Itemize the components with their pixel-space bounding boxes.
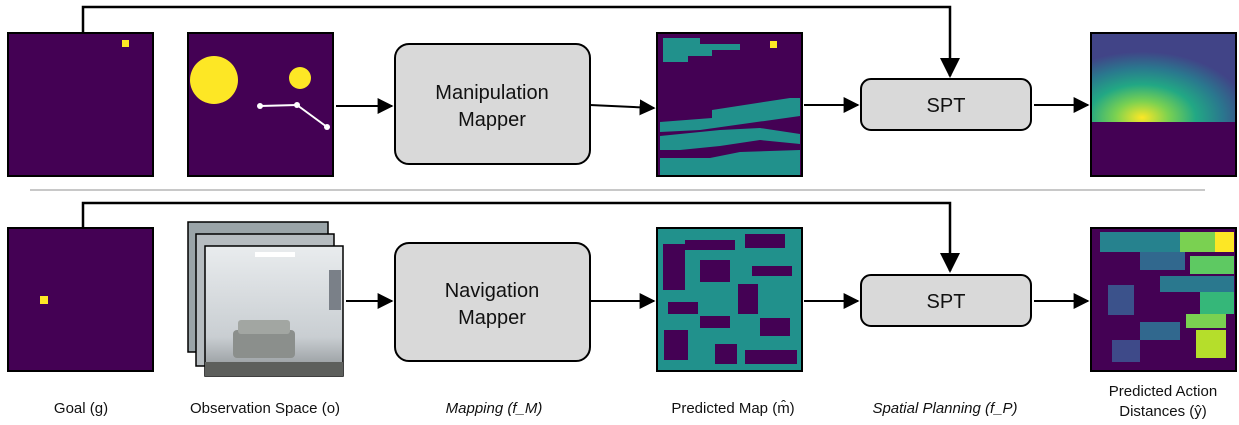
predicted-action-label: Predicted Action <box>1109 383 1217 400</box>
navigation-mapper-line1: Navigation <box>445 280 540 302</box>
manipulation-observation <box>187 32 334 177</box>
spatial-planning-label: Spatial Planning (f_P) <box>872 400 1017 417</box>
spt-label-top: SPT <box>927 95 966 117</box>
arrow-icon <box>589 99 656 116</box>
predicted-map-top <box>656 32 803 177</box>
manipulation-mapper-block: Manipulation Mapper <box>394 43 591 165</box>
navigation-mapper-block: Navigation Mapper <box>394 242 591 362</box>
distances-label: Distances (ŷ) <box>1119 403 1207 420</box>
observation-label: Observation Space (o) <box>190 400 340 417</box>
spt-block-bottom: SPT <box>860 274 1032 327</box>
goal-label: Goal (g) <box>54 400 108 417</box>
goal-map-bottom <box>7 227 154 372</box>
heatmap-bottom <box>1090 227 1237 372</box>
spt-block-top: SPT <box>860 78 1032 131</box>
manipulation-mapper-line2: Mapper <box>458 109 526 131</box>
manipulation-mapper-line1: Manipulation <box>435 82 548 104</box>
photo-stack-icon <box>187 221 344 377</box>
predicted-map-label: Predicted Map (m̂) <box>671 400 794 417</box>
predicted-map-bottom <box>656 227 803 372</box>
goal-skip-connection-bottom <box>81 201 960 273</box>
navigation-mapper-line2: Mapper <box>458 307 526 329</box>
goal-skip-connection-top <box>81 5 960 78</box>
spt-label-bottom: SPT <box>927 291 966 313</box>
mapping-label: Mapping (f_M) <box>446 400 543 417</box>
heatmap-icon <box>1090 32 1237 177</box>
goal-map-top <box>7 32 154 177</box>
